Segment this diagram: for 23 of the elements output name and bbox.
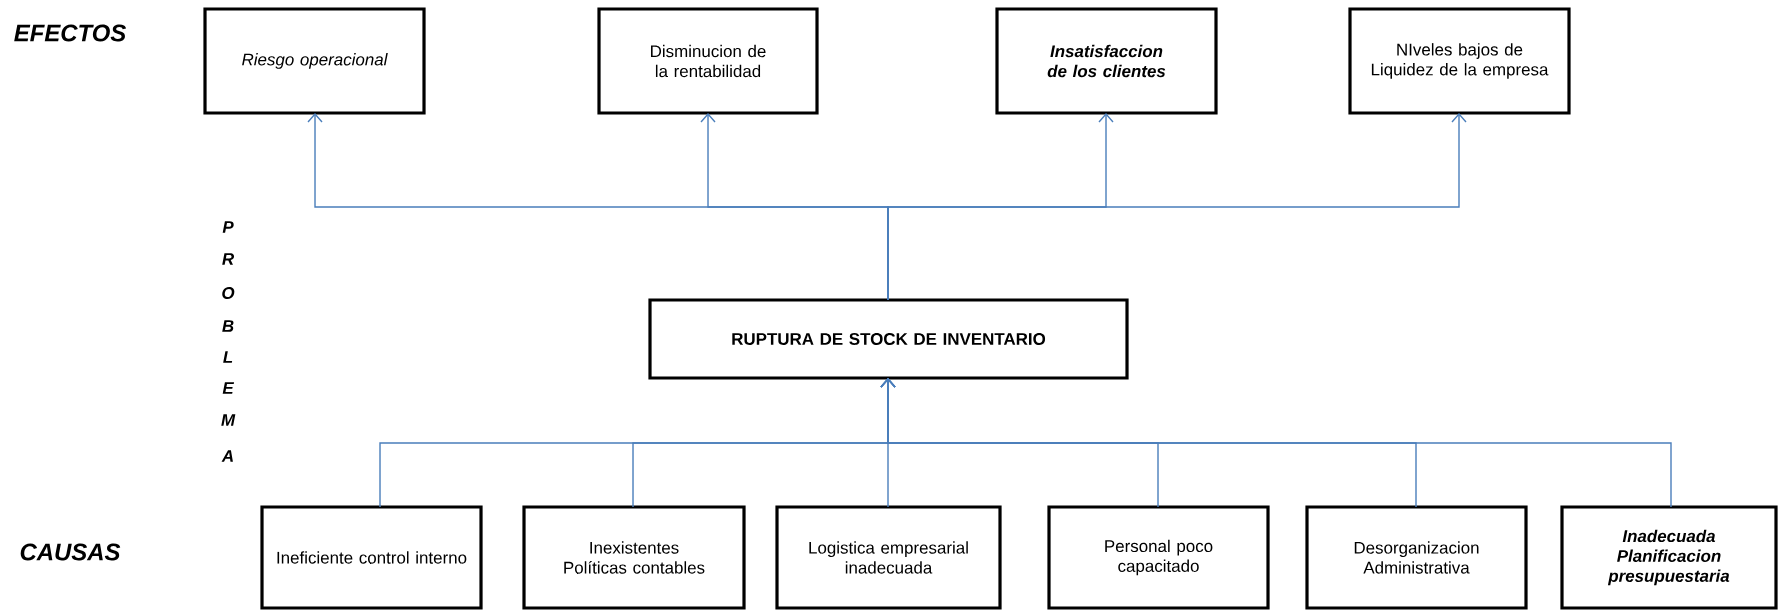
connector-arrow (880, 378, 1672, 508)
vertical-letter: O (222, 287, 235, 299)
vertical-letter: R (222, 253, 234, 265)
section-label: EFECTOS (14, 24, 126, 42)
vertical-letter: A (221, 450, 233, 462)
problem-box: RUPTURA DE STOCK DE INVENTARIO (648, 298, 1129, 380)
cause-box: Inadecuada Planificacion presupuestaria (1560, 505, 1778, 610)
effect-box: NIveles bajos de Liquidez de la empresa (1348, 7, 1571, 115)
connector-arrow (887, 113, 1467, 301)
cause-box: Ineficiente control interno (260, 505, 483, 610)
effect-box: Riesgo operacional (203, 7, 426, 115)
cause-box: Desorganizacion Administrativa (1305, 505, 1528, 610)
effect-box: Disminucion de la rentabilidad (597, 7, 819, 115)
cause-box: Personal poco capacitado (1047, 505, 1270, 610)
vertical-letter: B (222, 320, 234, 332)
effect-box: Insatisfaccion de los clientes (995, 7, 1218, 115)
vertical-letter: P (222, 221, 234, 233)
vertical-letter: M (221, 414, 236, 426)
cause-box: Inexistentes Políticas contables (522, 505, 746, 610)
vertical-letter: E (222, 382, 235, 394)
vertical-letter: L (223, 351, 233, 363)
section-label: CAUSAS (20, 543, 121, 561)
cause-box: Logistica empresarial inadecuada (775, 505, 1002, 610)
